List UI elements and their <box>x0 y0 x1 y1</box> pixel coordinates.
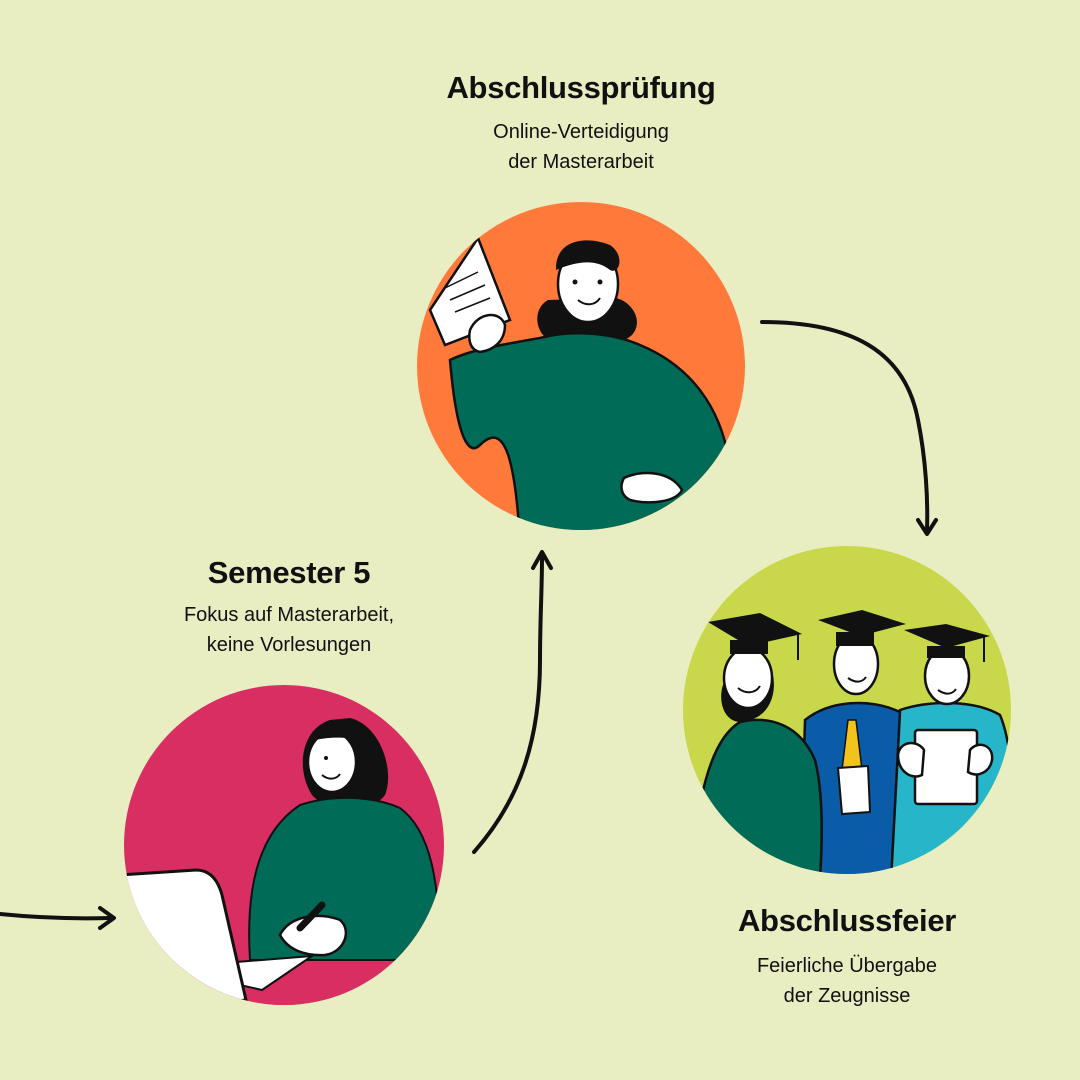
arrow-step1-to-step2 <box>472 550 553 854</box>
step1-illustration <box>124 685 444 1005</box>
step1-subtitle-line2: keine Vorlesungen <box>206 634 372 656</box>
step2-title: Abschlussprüfung <box>446 70 716 105</box>
step2-illustration <box>417 202 745 530</box>
step1-title: Semester 5 <box>207 555 371 590</box>
step2-subtitle-line1: Online-Verteidigung <box>493 121 669 143</box>
step3-illustration <box>683 546 1011 874</box>
step3-subtitle-line2: der Zeugnisse <box>783 985 911 1007</box>
arrow-step2-to-step3 <box>760 320 938 536</box>
step1-subtitle-line1: Fokus auf Masterarbeit, <box>183 604 395 626</box>
arrow-into-step1 <box>0 906 116 930</box>
step3-subtitle: Feierliche Übergabe der Zeugnisse <box>697 951 997 1011</box>
step3-title: Abschlussfeier <box>737 903 957 938</box>
step2-subtitle: Online-Verteidigung der Masterarbeit <box>381 117 781 177</box>
step2-subtitle-line2: der Masterarbeit <box>508 151 654 173</box>
step1-subtitle: Fokus auf Masterarbeit, keine Vorlesunge… <box>119 600 459 660</box>
step3-subtitle-line1: Feierliche Übergabe <box>756 955 938 977</box>
